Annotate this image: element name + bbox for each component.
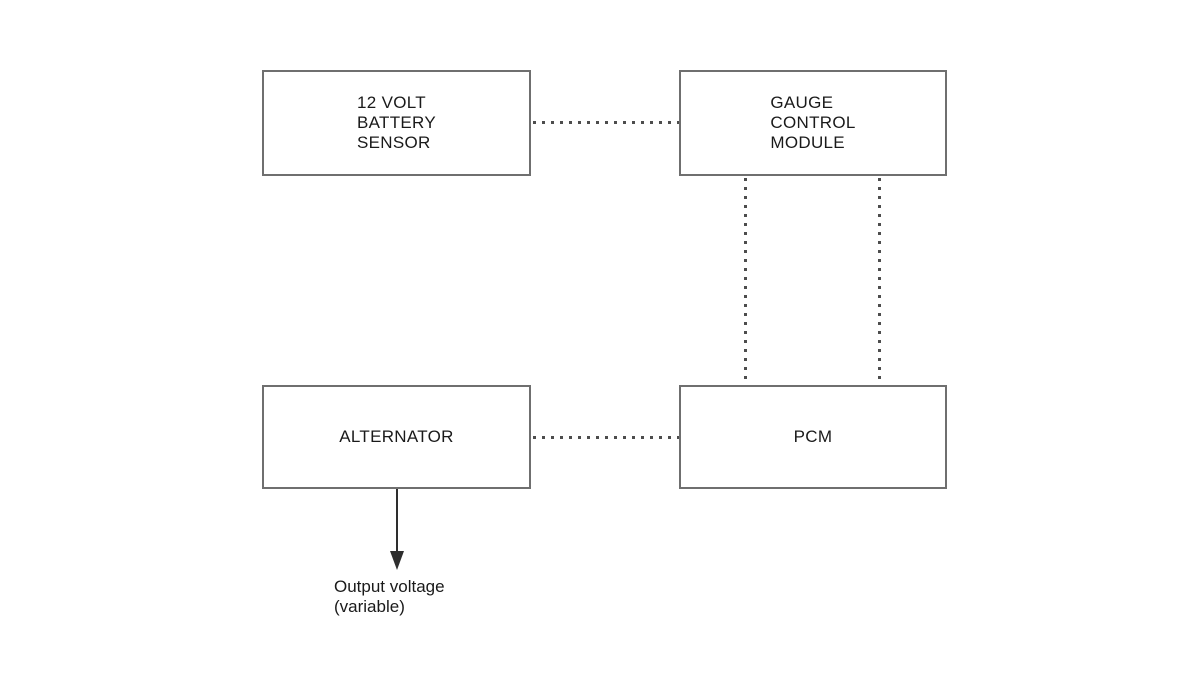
connector-alternator-to-pcm bbox=[533, 436, 679, 439]
alternator-output-arrowhead-icon bbox=[390, 551, 404, 570]
gauge-control-module-label: GAUGE CONTROL MODULE bbox=[770, 93, 856, 152]
battery-sensor-box: 12 VOLT BATTERY SENSOR bbox=[262, 70, 531, 176]
connector-gauge-module-to-pcm-left bbox=[744, 178, 747, 384]
pcm-label: PCM bbox=[793, 427, 833, 446]
gauge-control-module-box: GAUGE CONTROL MODULE bbox=[679, 70, 947, 176]
output-voltage-annotation: Output voltage (variable) bbox=[334, 577, 445, 616]
connector-battery-sensor-to-gauge-module bbox=[533, 121, 679, 124]
alternator-output-arrow-line bbox=[396, 489, 398, 553]
alternator-box: ALTERNATOR bbox=[262, 385, 531, 489]
pcm-box: PCM bbox=[679, 385, 947, 489]
battery-sensor-label: 12 VOLT BATTERY SENSOR bbox=[357, 93, 436, 152]
connector-gauge-module-to-pcm-right bbox=[878, 178, 881, 384]
alternator-label: ALTERNATOR bbox=[339, 427, 454, 446]
